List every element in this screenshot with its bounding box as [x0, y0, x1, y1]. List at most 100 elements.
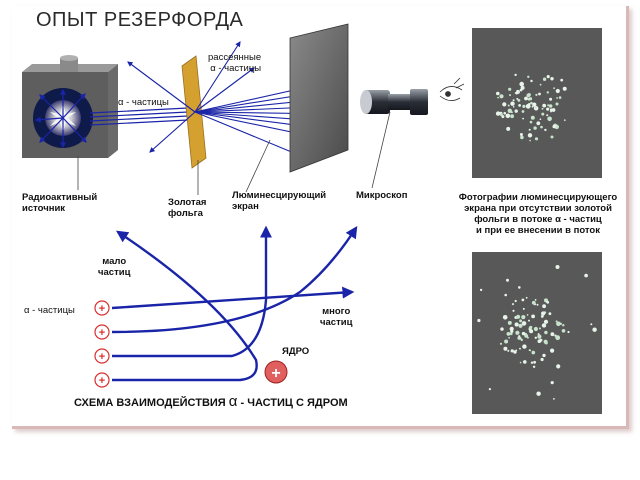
luminescence-dot — [496, 91, 500, 96]
luminescence-dot — [520, 135, 524, 140]
microscope — [360, 89, 428, 115]
page-title: ОПЫТ РЕЗЕРФОРДА — [36, 9, 244, 31]
luminescence-dot — [517, 336, 521, 340]
luminescence-dot — [526, 336, 529, 339]
luminescence-dot — [514, 73, 517, 77]
luminescence-dot — [515, 330, 520, 335]
luminescence-dot — [534, 299, 537, 301]
luminescence-dot — [519, 319, 523, 323]
luminescence-dot — [543, 319, 549, 324]
scheme-caption: СХЕМА ВЗАИМОДЕЙСТВИЯ α - ЧАСТИЦ С ЯДРОМ — [74, 394, 348, 409]
luminescence-dot — [546, 91, 549, 94]
luminescence-dot — [506, 332, 511, 336]
luminescence-dot — [521, 321, 527, 326]
luminescence-dot — [534, 137, 539, 141]
luminescence-dot — [520, 338, 523, 342]
luminescence-dot — [502, 315, 508, 320]
luminescence-dot — [510, 101, 515, 106]
luminescence-dot — [556, 321, 561, 327]
luminescence-dot — [536, 303, 539, 306]
luminescence-dot — [555, 335, 561, 341]
alpha-particle-charges — [94, 300, 110, 388]
label-microscope: Микроскоп — [356, 190, 408, 201]
luminescence-dot — [546, 300, 550, 304]
luminescence-dot — [542, 304, 546, 309]
luminescence-dot — [524, 96, 528, 101]
luminescence-dot — [507, 104, 510, 107]
luminescence-dot — [499, 342, 503, 345]
luminescence-dot — [519, 133, 523, 136]
luminescence-dot — [529, 120, 533, 124]
luminescence-dot — [509, 326, 514, 331]
luminescence-dot — [533, 360, 536, 364]
luminescence-dot — [549, 97, 553, 101]
luminescence-dot — [531, 350, 536, 355]
luminescence-dot — [512, 309, 515, 312]
luminescence-dot — [499, 94, 504, 99]
label-many-particles: много частиц — [320, 306, 353, 328]
luminescence-dot — [532, 365, 536, 368]
luminescence-dot — [503, 111, 507, 115]
luminescence-dot — [550, 135, 554, 139]
luminescence-dot — [508, 337, 510, 339]
luminescence-dot — [522, 104, 526, 108]
luminescence-dot — [550, 108, 553, 112]
luminescence-dot — [507, 108, 512, 114]
luminescence-dot — [497, 96, 499, 99]
luminescence-dot — [526, 93, 531, 98]
luminescence-dot — [519, 81, 524, 87]
luminescence-dot — [530, 79, 533, 83]
luminescence-dot — [511, 303, 515, 306]
scheme-caption-main: СХЕМА ВЗАИМОДЕЙСТВИЯ — [74, 397, 226, 409]
luminescence-dot — [542, 77, 547, 81]
luminescence-dot — [541, 323, 547, 328]
luminescence-dot — [512, 106, 515, 108]
eye-icon — [439, 77, 465, 101]
label-screen: Люминесцирующий экран — [232, 190, 327, 212]
luminescence-dot — [514, 322, 519, 327]
luminescence-dot — [518, 90, 520, 93]
luminescence-dot — [503, 346, 508, 351]
luminescence-dot — [514, 109, 518, 113]
luminescence-dot — [548, 312, 552, 316]
luminescence-dot — [529, 325, 533, 330]
luminescence-dot — [553, 398, 555, 400]
luminescence-dot — [540, 357, 544, 362]
label-alpha-top: α - частицы — [118, 97, 169, 108]
luminescence-dot — [521, 331, 526, 336]
luminescence-dot — [517, 99, 521, 102]
luminescence-dot — [521, 298, 525, 302]
luminescence-dot — [541, 311, 546, 316]
luminescence-dot — [524, 334, 529, 338]
luminescence-dot — [530, 115, 535, 120]
luminescence-dot — [506, 126, 511, 131]
luminescence-dot — [548, 104, 553, 108]
luminescence-dot — [554, 334, 557, 337]
luminescence-dot — [542, 103, 547, 108]
luminescence-dot — [527, 75, 530, 79]
nucleus — [264, 360, 288, 384]
luminescence-dot — [528, 319, 530, 322]
luminescence-dot — [527, 133, 533, 138]
luminescence-dot — [510, 329, 514, 333]
luminescence-dot — [516, 314, 521, 319]
photo-with-foil — [472, 252, 602, 414]
luminescence-dot — [550, 332, 555, 337]
luminescence-dot — [527, 97, 530, 100]
luminescence-dot — [522, 344, 527, 349]
luminescence-dot — [537, 339, 542, 344]
luminescence-dot — [556, 97, 558, 99]
luminescence-dot — [536, 391, 541, 396]
luminescence-dot — [529, 139, 531, 142]
luminescence-dot — [525, 296, 528, 299]
gold-foil — [181, 55, 207, 169]
luminescence-dot — [526, 314, 529, 316]
luminescence-dot — [592, 327, 597, 332]
label-nucleus: ЯДРО — [282, 346, 310, 357]
luminescence-dot — [500, 327, 504, 331]
luminescence-dot — [479, 288, 483, 292]
luminescence-dot — [558, 96, 562, 99]
luminescence-dot — [518, 323, 523, 328]
luminescence-dot — [537, 334, 542, 339]
luminescence-dot — [539, 327, 541, 330]
